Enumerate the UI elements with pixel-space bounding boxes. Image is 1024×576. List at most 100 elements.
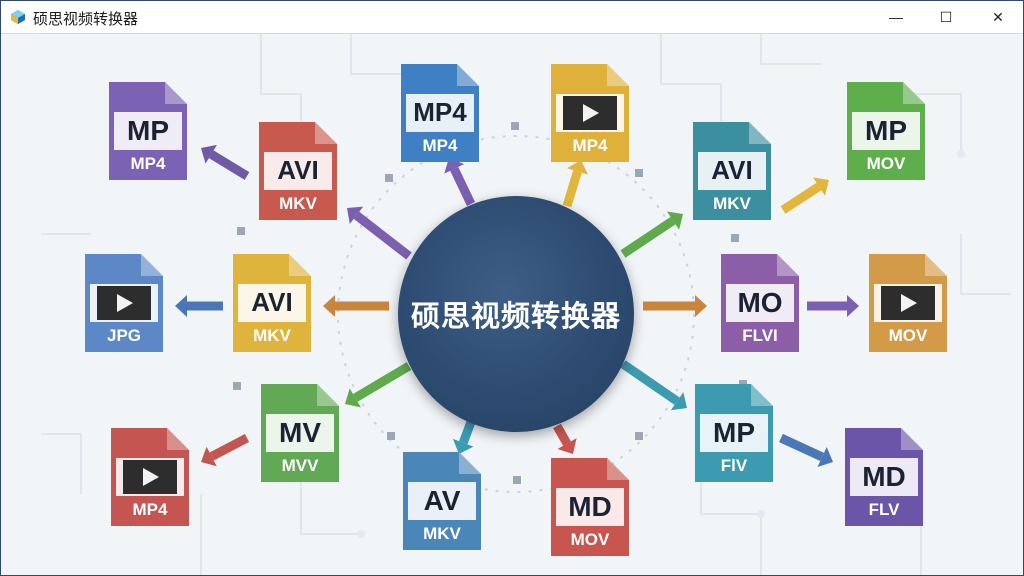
format-label-primary: MP4 — [413, 97, 467, 127]
file-card-mp-mov-green[interactable]: MP MOV — [847, 82, 925, 180]
file-card-mp-mp4-purple[interactable]: MP MP4 — [109, 82, 187, 180]
document-icon — [109, 82, 187, 180]
decor-dot — [237, 227, 245, 235]
center-hub-label: 硕思视频转换器 — [410, 299, 621, 333]
format-label-primary: AVI — [711, 155, 753, 185]
format-label-primary: AVI — [277, 155, 319, 185]
format-label-secondary: MOV — [866, 154, 906, 173]
file-card-play-mp4-yellow[interactable]: MP4 — [551, 64, 629, 162]
document-icon — [233, 254, 311, 352]
arrow — [620, 360, 687, 411]
format-label-secondary: MKV — [279, 194, 317, 213]
arrow — [779, 433, 833, 467]
window-title: 硕思视频转换器 — [33, 10, 139, 28]
close-icon: ✕ — [992, 8, 1004, 25]
document-icon — [403, 452, 481, 550]
format-label-secondary: MKV — [713, 194, 751, 213]
arrow — [553, 423, 577, 454]
arrow — [175, 295, 223, 317]
file-card-md-mov-red[interactable]: MD MOV — [551, 458, 629, 556]
document-icon — [695, 384, 773, 482]
arrow — [444, 158, 476, 206]
format-label-primary: MD — [862, 461, 906, 492]
format-label-secondary: MP4 — [422, 136, 458, 155]
document-icon — [845, 428, 923, 526]
arrow — [345, 362, 412, 408]
play-icon — [123, 460, 177, 494]
arrow — [347, 206, 412, 260]
arrow — [643, 295, 707, 317]
document-icon — [401, 64, 479, 162]
maximize-button[interactable]: ☐ — [923, 1, 969, 33]
file-card-av-mkv-blue[interactable]: AV MKV — [403, 452, 481, 550]
minimize-button[interactable]: — — [873, 1, 919, 33]
decor-dot — [233, 382, 241, 390]
format-label-primary: AVI — [251, 287, 293, 317]
decor-dot — [635, 169, 643, 177]
format-label-secondary: MOV — [570, 530, 610, 549]
format-label-secondary: FLVI — [742, 326, 778, 345]
file-card-avi-mkv-yellow[interactable]: AVI MKV — [233, 254, 311, 352]
decor-dot — [511, 122, 519, 130]
format-label-secondary: MVV — [281, 456, 319, 475]
format-label-secondary: MP4 — [130, 154, 166, 173]
format-label-primary: MD — [568, 491, 612, 522]
app-logo-icon — [11, 10, 25, 24]
file-card-play-mp4-red[interactable]: MP4 — [111, 428, 189, 526]
decor-dot — [385, 174, 393, 182]
arrow — [201, 434, 250, 467]
format-label-secondary: FlV — [720, 456, 748, 475]
decor-dot — [513, 476, 521, 484]
format-label-primary: MP — [713, 417, 755, 448]
minimize-icon: — — [889, 9, 903, 25]
document-icon — [551, 458, 629, 556]
format-label-secondary: JPG — [106, 326, 142, 345]
format-label-primary: MV — [279, 417, 321, 448]
circuit-background — [41, 34, 1011, 575]
document-icon — [259, 122, 337, 220]
file-card-play-jpg-blue[interactable]: JPG — [85, 254, 163, 352]
arrow — [201, 144, 250, 180]
file-card-avi-mkv-teal[interactable]: AVI MKV — [693, 122, 771, 220]
close-button[interactable]: ✕ — [975, 1, 1021, 33]
document-icon — [693, 122, 771, 220]
format-label-secondary: MP4 — [132, 500, 168, 519]
play-icon — [97, 286, 151, 320]
center-hub: 硕思视频转换器 — [398, 196, 634, 432]
arrow — [620, 211, 683, 258]
document-icon — [261, 384, 339, 482]
decor-dot — [635, 432, 643, 440]
document-icon — [847, 82, 925, 180]
decor-dot — [731, 234, 739, 242]
format-label-primary: MP — [865, 115, 907, 146]
format-label-secondary: MKV — [423, 524, 461, 543]
arrow — [780, 177, 829, 214]
format-label-secondary: MP4 — [572, 136, 608, 155]
format-label-primary: AV — [423, 485, 461, 516]
conversion-arrows — [175, 144, 859, 467]
format-label-secondary: MOV — [888, 326, 928, 345]
file-card-mv-mvv-green[interactable]: MV MVV — [261, 384, 339, 482]
arrow — [807, 295, 859, 317]
file-card-avi-mkv-red[interactable]: AVI MKV — [259, 122, 337, 220]
format-label-primary: MO — [737, 287, 783, 318]
file-card-mo-flv-purple[interactable]: MO FLVI — [721, 254, 799, 352]
file-card-play-mov-orange[interactable]: MOV — [869, 254, 947, 352]
title-bar[interactable]: 硕思视频转换器 — ☐ ✕ — [1, 1, 1023, 34]
document-icon — [721, 254, 799, 352]
format-label-secondary: FLV — [868, 500, 900, 519]
decor-dot — [387, 432, 395, 440]
file-card-md-flv-purple[interactable]: MD FLV — [845, 428, 923, 526]
format-label-primary: MP — [127, 115, 169, 146]
format-label-secondary: MKV — [253, 326, 291, 345]
play-icon — [881, 286, 935, 320]
arrow — [562, 160, 589, 208]
arrow — [452, 420, 476, 454]
maximize-icon: ☐ — [939, 8, 953, 25]
play-icon — [563, 96, 617, 130]
arrow — [323, 295, 389, 317]
file-card-mp-flv-teal[interactable]: MP FlV — [695, 384, 773, 482]
